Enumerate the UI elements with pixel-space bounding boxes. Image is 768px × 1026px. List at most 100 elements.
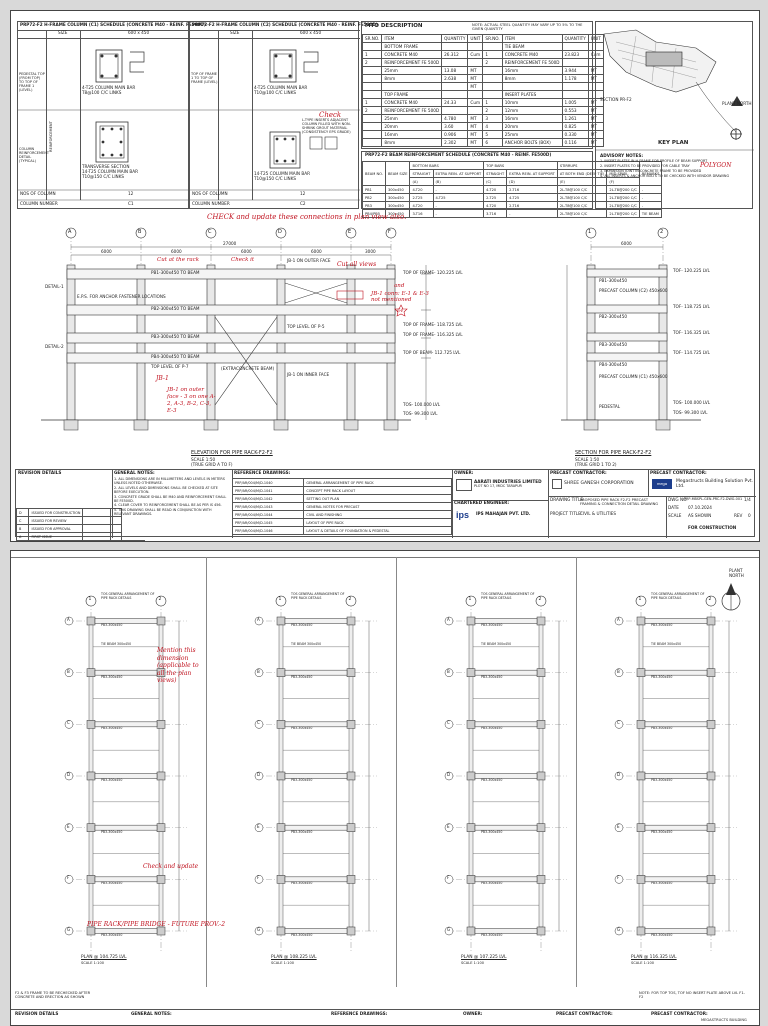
grid-bubble	[614, 771, 624, 781]
table-cell: PRP/AR/004/M/D-1041	[231, 486, 305, 495]
callout-p5: TOP LEVEL OF P-5	[287, 324, 325, 329]
general-note: 5. THIS DRAWING SHALL BE READ IN CONJUNC…	[114, 508, 212, 517]
beam-label: PB3-300x450	[481, 674, 503, 679]
column-mark	[636, 823, 646, 832]
table-cell: 8mm	[501, 74, 563, 83]
beam-mark	[94, 876, 158, 883]
reference-title: REFERENCE DRAWINGS:	[234, 470, 291, 475]
section-label-6: PRECAST COLUMN (C1) 450x600	[599, 374, 668, 379]
beam-mark	[284, 669, 348, 676]
col-head: EXTRA REIN. AT SUPPORT	[432, 169, 485, 178]
table-cell	[361, 114, 383, 123]
column-mark	[706, 771, 716, 781]
level-2: TOP OF FRAME- 118.725 LVL	[403, 322, 463, 327]
table-cell: 2	[482, 106, 503, 115]
table-cell: BOTTOM FRAME	[381, 42, 443, 51]
beam-mark	[644, 669, 708, 676]
table-cell	[361, 122, 383, 131]
table-cell	[561, 42, 589, 51]
section-label-4: PB3-300x450	[599, 342, 628, 347]
beam-mark	[538, 676, 544, 721]
beam-mark	[708, 624, 714, 669]
plan-title: PLAN @ 107.225 LVL	[461, 955, 507, 960]
grid-bubble	[254, 875, 264, 884]
column-number-value: C2	[300, 201, 306, 206]
grid-label: 1	[468, 597, 472, 602]
sub-head: (D)	[506, 177, 558, 186]
beam-label: PB3-300x450	[291, 623, 313, 627]
beam-mark	[638, 728, 644, 773]
grid-bubble	[614, 616, 624, 626]
column-mark	[466, 616, 476, 626]
beam-schedule-title: PRP72-F2 BEAM REINFORCEMENT SCHEDULE (CO…	[365, 152, 552, 157]
beam-label-3: PB3-300x450 TO BEAM	[151, 334, 200, 339]
beam-mark	[348, 883, 354, 928]
beam-mark	[348, 831, 354, 876]
beam-mark	[468, 883, 474, 928]
grid-bubble	[444, 668, 454, 677]
section-view: 1 2 6000 PB1-300x450 PRECAST COLUMN (C2)…	[531, 225, 753, 475]
beam-mark	[278, 883, 284, 928]
section-label-3: PB2-300x450	[599, 314, 628, 319]
table-cell: 3	[482, 114, 503, 123]
table-cell	[441, 90, 469, 99]
beam-label-2: PB2-300x450 TO BEAM	[151, 306, 200, 311]
beam-mark	[158, 779, 164, 824]
advisory-note-4: 4. ALL INSERTS & ANCHOR BOLTS TO BE CHEC…	[600, 174, 730, 178]
column-mark	[156, 616, 166, 626]
beam-mark	[278, 624, 284, 669]
column-mark	[276, 926, 286, 936]
general-note: 2. ALL LEVELS AND DIMENSIONS SHALL BE CH…	[114, 485, 218, 494]
beam-mark	[278, 728, 284, 773]
beam-label: PB3-300x450	[291, 674, 313, 679]
beam-mark	[708, 779, 714, 824]
column-mark	[276, 823, 286, 832]
table-cell: PRP/AR/004/M/D-1042	[231, 494, 305, 503]
column-mark	[706, 720, 716, 729]
beam-label: PB3-300x450	[481, 726, 503, 731]
beam-mark	[278, 779, 284, 824]
grid-label: E	[447, 823, 450, 829]
grid-label: G	[447, 927, 451, 932]
table-cell: 25mm	[381, 114, 443, 123]
grid-label: D	[617, 772, 621, 777]
beam-schedule: PRP72-F2 BEAM REINFORCEMENT SCHEDULE (CO…	[361, 151, 663, 218]
column-mark	[86, 616, 96, 626]
column-mark	[536, 875, 546, 884]
beam-mark	[284, 824, 348, 831]
table-cell: MT	[467, 138, 484, 147]
revision-header-cell: CH.	[121, 540, 134, 541]
table-cell: 1.178	[561, 74, 589, 83]
table-cell: 4-T20	[483, 185, 508, 194]
grid-label: A	[67, 617, 70, 622]
general-note: 1. ALL DIMENSIONS ARE IN MILLIMETERS AND…	[114, 477, 225, 485]
table-cell	[501, 82, 563, 91]
revision-header-cell: APP.	[132, 540, 146, 541]
table-cell: -	[432, 201, 485, 210]
contractor-logo-icon	[552, 479, 562, 489]
grid-bubble	[614, 668, 624, 677]
owner-logo-icon	[456, 479, 472, 491]
table-cell	[482, 66, 503, 75]
table-cell: 1	[482, 98, 503, 107]
group-head: TOP BARS	[483, 161, 558, 170]
beam-mark	[708, 831, 714, 876]
column-mark	[636, 668, 646, 677]
red-note-jb1-conn: JB-1 conn: E-1 & E-3 not mentioned	[371, 291, 429, 303]
trans-note: TRANSVERSE SECTION	[82, 164, 130, 169]
beam-label-4: PB4-300x450 TO BEAM	[151, 354, 200, 359]
table-cell: MT	[467, 74, 484, 83]
grid-bubble	[155, 595, 167, 607]
beam-mark	[644, 824, 708, 831]
table-cell: PB1	[362, 185, 386, 194]
beam-mark	[708, 676, 714, 721]
beam-mark	[88, 624, 94, 669]
grid-bubble	[444, 616, 454, 626]
